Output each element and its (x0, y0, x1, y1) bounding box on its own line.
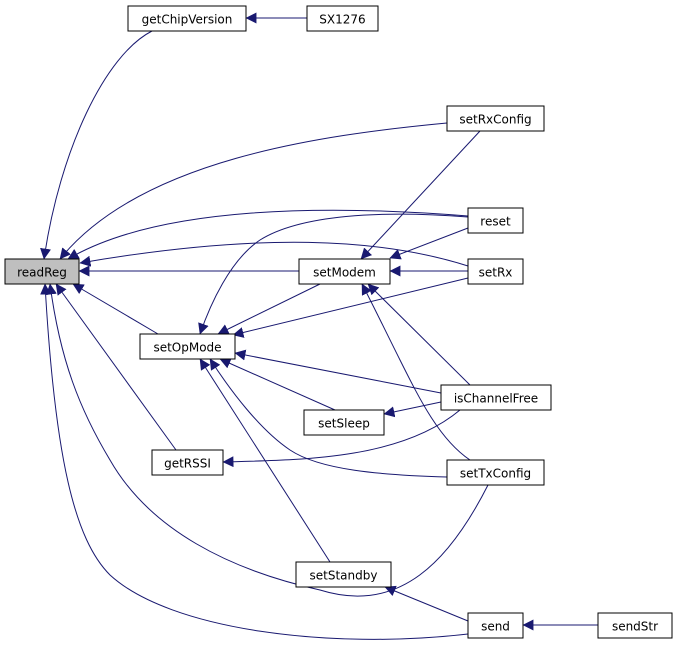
edge-getChipVersion-to-readReg (40, 30, 153, 260)
node-label: setRxConfig (459, 113, 531, 127)
edge-line (59, 122, 448, 260)
edge-isChannelFree-to-getRSSI (222, 409, 461, 468)
node-setModem[interactable]: setModem (298, 258, 391, 285)
edge-line (209, 358, 448, 478)
node-setSleep[interactable]: setSleep (303, 409, 385, 436)
edge-line (234, 349, 442, 394)
edge-line (67, 209, 469, 260)
edge-setSleep-to-setOpMode (219, 358, 336, 411)
node-isChannelFree[interactable]: isChannelFree (440, 384, 552, 411)
edge-isChannelFree-to-setSleep (383, 401, 442, 418)
node-reset[interactable]: reset (467, 207, 524, 234)
edge-line (55, 283, 177, 451)
node-label: setModem (313, 266, 376, 280)
node-label: isChannelFree (454, 392, 538, 406)
node-box (295, 561, 392, 588)
node-label: reset (480, 215, 511, 229)
node-getRSSI[interactable]: getRSSI (151, 449, 224, 476)
edge-line (222, 409, 461, 468)
node-box (151, 449, 224, 476)
node-label: setTxConfig (460, 467, 531, 481)
node-box (467, 207, 524, 234)
node-setRxConfig[interactable]: setRxConfig (446, 105, 545, 132)
node-SX1276[interactable]: SX1276 (306, 5, 379, 32)
node-label: readReg (17, 266, 67, 280)
edge-setRx-to-setOpMode (232, 277, 469, 338)
node-setOpMode[interactable]: setOpMode (139, 333, 236, 360)
edge-reset-to-setModem (389, 227, 469, 260)
node-label: setSleep (318, 417, 370, 431)
node-box (139, 333, 236, 360)
edge-send-to-readReg (40, 283, 469, 640)
edge-line (360, 130, 481, 260)
node-box (298, 258, 391, 285)
edge-setRxConfig-to-readReg (59, 122, 448, 260)
node-getChipVersion[interactable]: getChipVersion (127, 5, 247, 32)
node-label: setOpMode (153, 341, 221, 355)
edge-setTxConfig-to-setOpMode (209, 358, 448, 478)
node-setTxConfig[interactable]: setTxConfig (446, 459, 545, 486)
edge-reset-to-setOpMode (198, 213, 469, 335)
node-box (440, 384, 552, 411)
edge-line (232, 277, 469, 338)
edge-setRx-to-readReg (79, 241, 469, 267)
node-label: getChipVersion (142, 13, 233, 27)
edge-setOpMode-to-readReg (72, 283, 159, 335)
node-setRx[interactable]: setRx (467, 258, 524, 285)
node-box (467, 258, 524, 285)
node-label: sendStr (612, 620, 658, 634)
edge-setTxConfig-to-setModem (361, 283, 471, 461)
edge-line (198, 213, 469, 335)
edge-line (367, 283, 471, 386)
node-box (446, 105, 545, 132)
node-sendStr[interactable]: sendStr (597, 612, 673, 639)
node-box (467, 612, 524, 639)
edge-line (384, 585, 469, 622)
node-box (127, 5, 247, 32)
node-box (446, 459, 545, 486)
node-label: SX1276 (319, 13, 365, 27)
edge-line (217, 283, 321, 335)
node-box (306, 5, 379, 32)
edge-getRSSI-to-readReg (55, 283, 177, 451)
edge-line (79, 241, 469, 267)
edge-layer (40, 12, 598, 640)
node-label: setStandby (310, 569, 378, 583)
edge-setModem-to-setOpMode (217, 283, 321, 335)
edge-line (72, 283, 159, 335)
edge-setRxConfig-to-setModem (360, 130, 481, 260)
edge-isChannelFree-to-setOpMode (234, 349, 442, 394)
edge-isChannelFree-to-setModem (367, 283, 471, 386)
edge-line (361, 283, 471, 461)
edge-setTxConfig-to-readReg (45, 283, 489, 597)
edge-line (40, 283, 469, 640)
node-box (303, 409, 385, 436)
node-box (4, 258, 80, 285)
edge-line (45, 283, 489, 597)
edge-reset-to-readReg (67, 209, 469, 260)
node-label: send (481, 620, 510, 634)
node-label: getRSSI (164, 457, 211, 471)
node-box (597, 612, 673, 639)
edge-line (383, 401, 442, 418)
edge-line (389, 227, 469, 260)
node-label: setRx (479, 266, 513, 280)
edge-line (219, 358, 336, 411)
edge-send-to-setStandby (384, 585, 469, 622)
edge-line (40, 30, 153, 260)
node-setStandby[interactable]: setStandby (295, 561, 392, 588)
node-send[interactable]: send (467, 612, 524, 639)
node-readReg[interactable]: readReg (4, 258, 80, 285)
node-layer: readReg getChipVersion SX1276 setRxConfig re… (4, 5, 673, 639)
